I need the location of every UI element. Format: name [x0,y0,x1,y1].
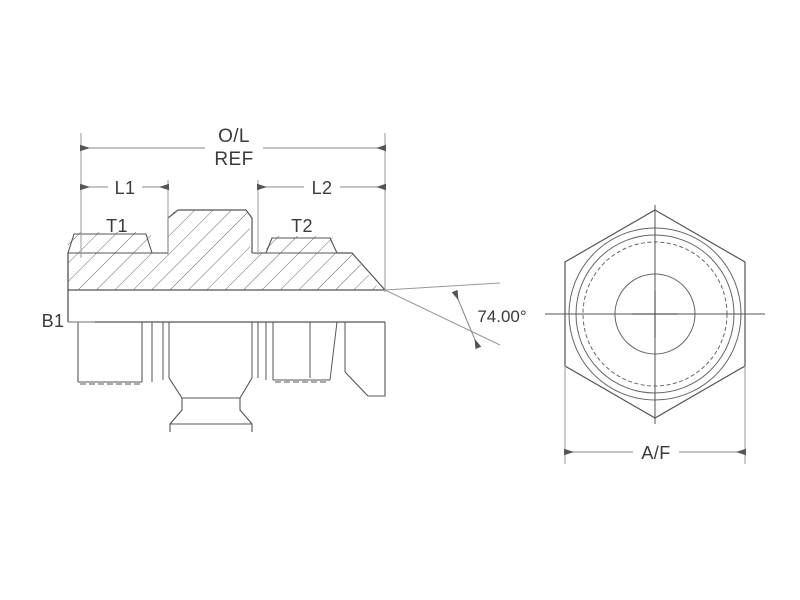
overall-length-ref-label: REF [214,149,253,170]
l2-label: L2 [312,178,333,198]
l1-text-mask [108,176,142,198]
across-flats-dimension-group: A/F [564,366,746,464]
jic-nose-taper-lower [344,322,386,397]
end-view-group [545,205,765,424]
t2-outer-right-edge [329,321,338,381]
angle-text-mask [470,303,536,327]
b1-label-group: B1 [42,311,95,331]
hex-left-chamfer-lower [168,377,183,432]
l1-dimension-group: L1 [80,170,169,255]
af-text-mask [633,441,679,463]
t2-label: T2 [291,216,313,236]
side-view-lower-outline [67,290,386,432]
seat-angle-group: 74.00° [384,282,536,350]
angle-leg-upper [384,282,501,291]
hex-right-chamfer-lower [239,377,253,432]
t1-label: T1 [106,216,128,236]
l2-dimension-group: L2 [257,170,386,255]
t2-thread-crest-outline [265,237,338,254]
ol-text-mask [205,126,263,170]
hex-body-upper-outline [167,209,253,253]
angle-dimension-line [451,289,482,350]
jic-nose-taper-upper [337,252,386,291]
overall-length-dimension-group: O/L REF [80,126,386,292]
across-flats-label: A/F [641,443,670,463]
b1-label: B1 [42,311,65,331]
l1-label: L1 [115,178,136,198]
l2-text-mask [304,176,340,198]
seat-angle-label: 74.00° [477,307,526,326]
overall-length-label: O/L [218,126,250,147]
